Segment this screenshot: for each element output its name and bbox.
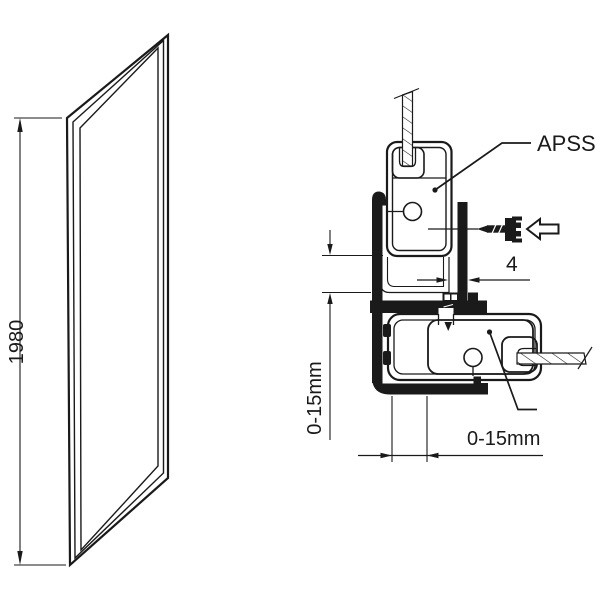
gap-dimension-label: 4 <box>506 253 518 276</box>
screw-channel <box>463 347 483 368</box>
fixing-screw-horizontal <box>428 216 560 243</box>
wall-profile-bar-body <box>372 204 383 380</box>
wall-profile-bottom-hook <box>372 362 488 395</box>
side-panel-figure: 1980 <box>6 32 170 568</box>
break-line <box>577 346 593 370</box>
profile-section-figure: APSS 4 <box>304 87 596 462</box>
inner-chamber <box>427 319 534 375</box>
horizontal-adjust-label: 0-15mm <box>467 428 540 450</box>
wall-profile-flange <box>370 300 487 313</box>
height-dimension: 1980 <box>6 117 66 566</box>
fixing-clamp <box>442 292 459 302</box>
apss-leader-line <box>434 142 531 191</box>
adjustment-ghost-outline <box>380 257 450 294</box>
glass-edge-bar <box>457 202 468 303</box>
wall-profile <box>370 191 488 395</box>
vertical-adjust-dimension: 0-15mm <box>304 230 383 440</box>
arrow-down-icon <box>17 551 23 565</box>
height-dimension-label: 1980 <box>6 320 28 365</box>
panel-glass-hatch <box>516 346 593 370</box>
arrow-up-icon <box>17 118 23 132</box>
screw-channel <box>402 201 423 222</box>
apss-callout: APSS <box>432 131 596 193</box>
apss-profile-bottom <box>386 308 543 382</box>
horizontal-adjust-dimension: 0-15mm <box>358 396 543 462</box>
screw-head <box>505 218 512 241</box>
leader-line-bottom <box>486 329 537 411</box>
apss-profile-top <box>385 140 453 258</box>
insert-arrow-icon <box>525 216 560 242</box>
vertical-adjust-label: 0-15mm <box>304 361 326 434</box>
wall-glass-hatch <box>393 87 420 167</box>
panel-frame <box>65 32 170 568</box>
break-line <box>393 87 420 100</box>
gap-dimension: 4 <box>417 253 530 283</box>
flange-nub <box>468 292 478 302</box>
apss-label: APSS <box>537 131 596 156</box>
wall-bracket <box>512 216 522 243</box>
